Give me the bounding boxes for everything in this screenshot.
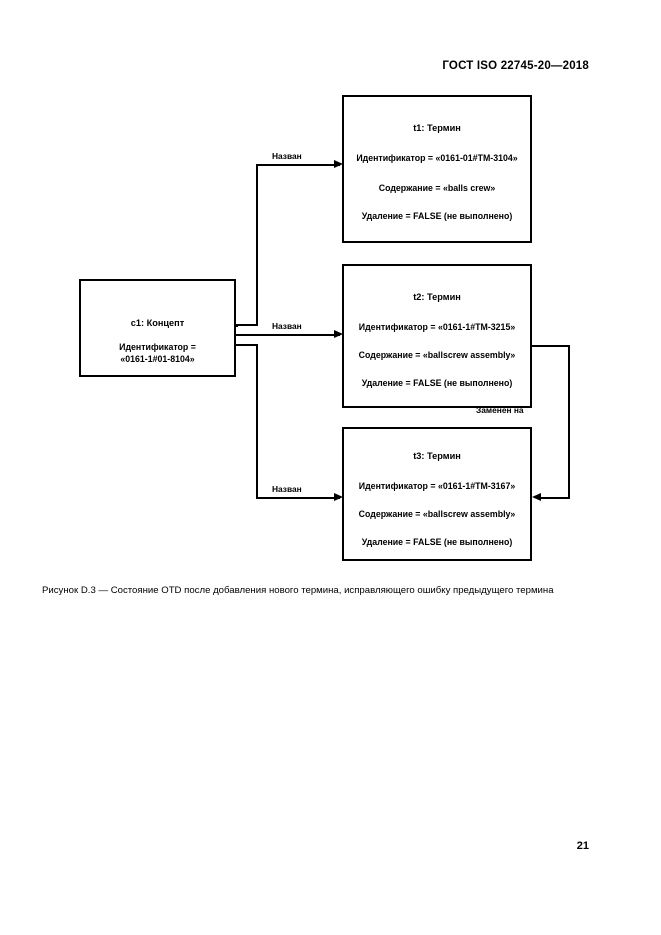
connector-concept-to-term1-v <box>256 164 258 326</box>
figure-caption: Рисунок D.3 — Состояние OTD после добавл… <box>42 585 554 596</box>
connector-term2-to-term3-h1 <box>532 345 570 347</box>
connector-concept-to-term1-h2 <box>256 164 340 166</box>
edge-label-concept-term2: Назван <box>270 321 304 331</box>
edge-label-concept-term3: Назван <box>270 484 304 494</box>
edge-label-term2-term3: Заменен на <box>474 405 526 415</box>
connector-term2-to-term3-h2 <box>541 497 570 499</box>
page-number: 21 <box>576 840 589 852</box>
node-term2-identifier: Идентификатор = «0161-1#TM-3215» <box>358 322 516 332</box>
node-term2-content: Содержание = «ballscrew assembly» <box>358 350 516 360</box>
node-concept-c1[interactable]: c1: Концепт Идентификатор = «0161-1#01-8… <box>79 279 236 377</box>
node-term2-title: t2: Термин <box>413 292 461 302</box>
node-concept-identifier-value: «0161-1#01-8104» <box>120 354 195 364</box>
connector-concept-to-term1-h1 <box>236 324 258 326</box>
connector-segment <box>236 325 238 327</box>
node-term-t2[interactable]: t2: Термин Идентификатор = «0161-1#TM-32… <box>342 264 532 408</box>
node-term-t3[interactable]: t3: Термин Идентификатор = «0161-1#TM-31… <box>342 427 532 561</box>
arrowhead-to-term3 <box>334 493 343 501</box>
node-term1-title: t1: Термин <box>413 123 461 133</box>
node-concept-title: c1: Концепт <box>130 318 185 328</box>
node-term-t1[interactable]: t1: Термин Идентификатор = «0161-01#TM-3… <box>342 95 532 243</box>
arrowhead-to-term2 <box>334 330 343 338</box>
node-term1-content: Содержание = «balls crew» <box>378 183 496 193</box>
node-term1-deletion-flag: Удаление = FALSE (не выполнено) <box>361 211 513 221</box>
arrowhead-to-term1 <box>334 160 343 168</box>
connector-concept-to-term2-h <box>236 334 340 336</box>
document-header-standard-number: ГОСТ ISO 22745-20—2018 <box>442 60 589 72</box>
node-term1-identifier: Идентификатор = «0161-01#TM-3104» <box>356 153 518 163</box>
figure-d3-diagram: Назван Назван Назван Заменен на c1: Конц… <box>0 85 661 575</box>
connector-concept-to-term3-h2 <box>256 497 340 499</box>
edge-label-concept-term1: Назван <box>270 151 304 161</box>
node-term3-deletion-flag: Удаление = FALSE (не выполнено) <box>361 537 513 547</box>
arrowhead-replaced-by <box>532 493 541 501</box>
connector-concept-to-term3-v <box>256 344 258 499</box>
node-term2-deletion-flag: Удаление = FALSE (не выполнено) <box>361 378 513 388</box>
node-term3-content: Содержание = «ballscrew assembly» <box>358 509 516 519</box>
node-concept-identifier-label: Идентификатор = <box>119 342 196 352</box>
connector-term2-to-term3-v <box>568 345 570 499</box>
connector-concept-to-term3-h1 <box>236 344 258 346</box>
node-term3-identifier: Идентификатор = «0161-1#TM-3167» <box>358 481 516 491</box>
node-term3-title: t3: Термин <box>413 451 461 461</box>
